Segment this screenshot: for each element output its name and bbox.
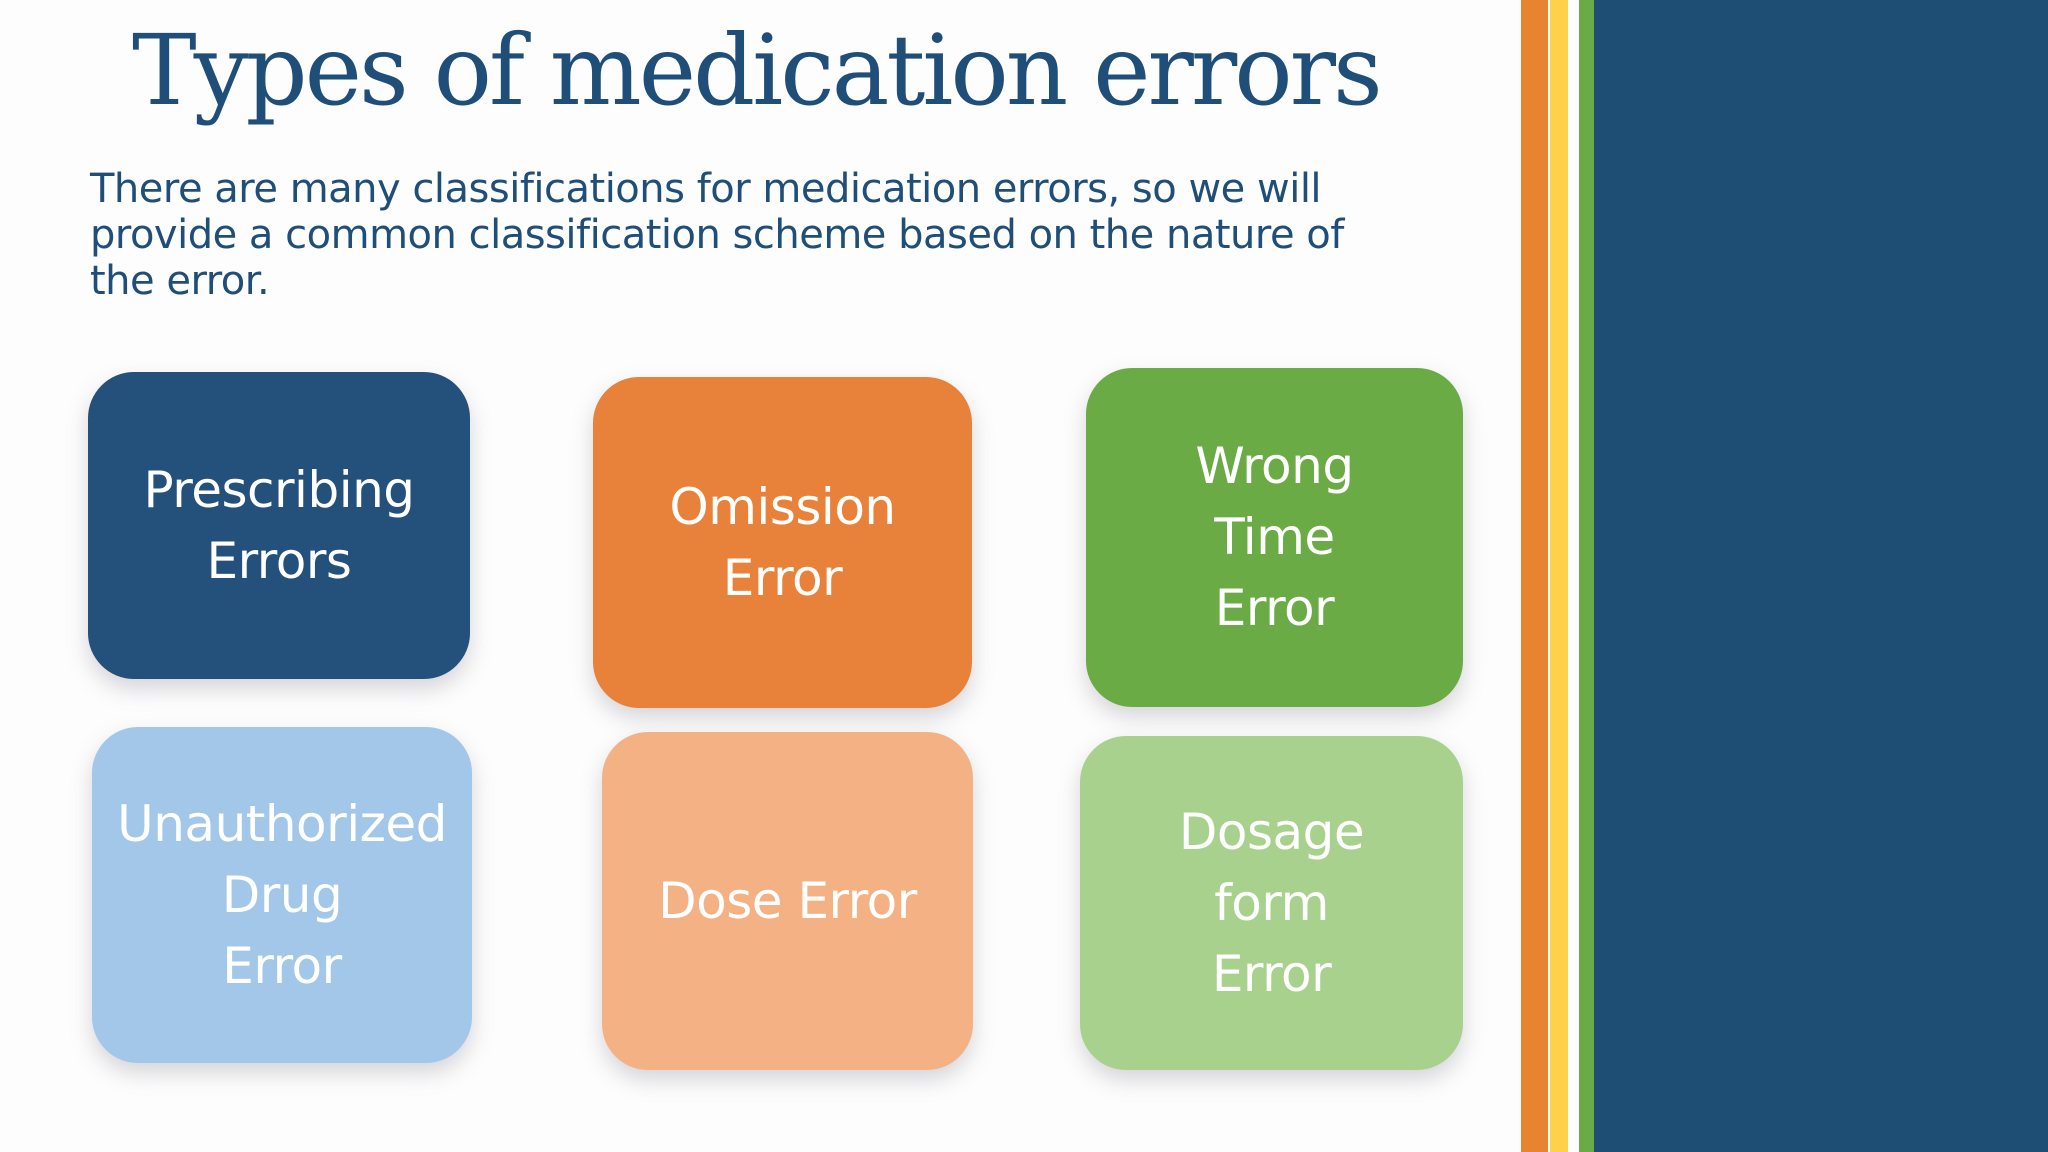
accent-stripe-orange [1521,0,1548,1152]
accent-stripe-green [1579,0,1594,1152]
card-wrong-time-error: Wrong Time Error [1086,368,1463,707]
intro-line-3: the error. [90,258,270,304]
intro-line-1: There are many classifications for medic… [90,166,1322,212]
side-panel [1594,0,2048,1152]
card-omission-error: Omission Error [593,377,972,708]
intro-paragraph: There are many classifications for medic… [90,166,1344,304]
page-title: Types of medication errors [132,14,1383,127]
card-dosage-form-error: Dosage form Error [1080,736,1463,1070]
intro-line-2: provide a common classification scheme b… [90,212,1344,258]
card-dose-error: Dose Error [602,732,973,1070]
card-prescribing-errors: Prescribing Errors [88,372,470,679]
card-unauthorized-drug-error: Unauthorized Drug Error [92,727,472,1063]
accent-stripe-yellow [1550,0,1568,1152]
